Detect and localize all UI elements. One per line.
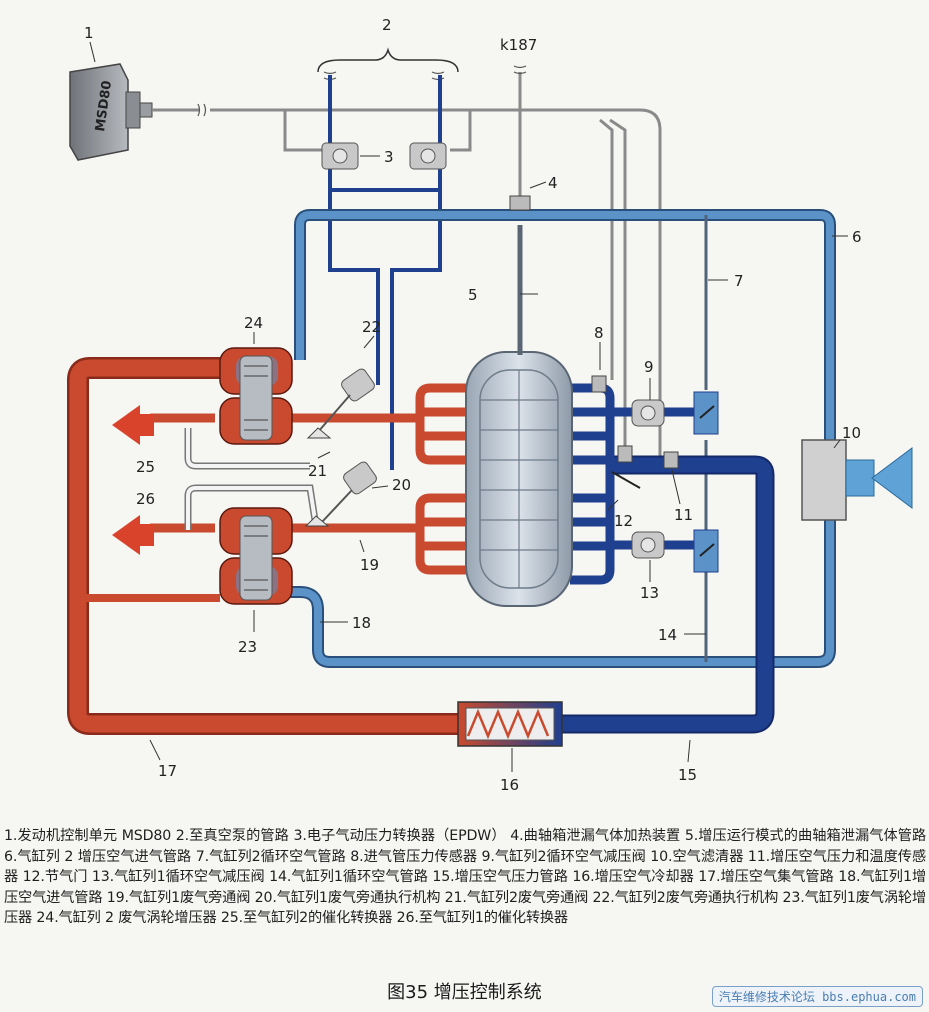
label-9: 9 — [644, 358, 654, 376]
label-24: 24 — [244, 314, 263, 332]
leader-lines — [89, 41, 848, 772]
label-7: 7 — [734, 272, 744, 290]
label-16: 16 — [500, 776, 519, 794]
arrow-26 — [112, 515, 140, 555]
exhaust-manifold-bank2 — [290, 383, 470, 465]
turbocharger-bank1 — [219, 507, 293, 605]
wastegate-actuators — [304, 368, 377, 527]
intake-ducts-fill — [290, 211, 834, 666]
label-22: 22 — [362, 318, 381, 336]
label-21: 21 — [308, 462, 327, 480]
label-26: 26 — [136, 490, 155, 508]
watermark: 汽车维修技术论坛 bbs.ephua.com — [711, 986, 923, 1007]
brace-2 — [317, 47, 459, 73]
epdw-converters — [321, 142, 447, 170]
label-10: 10 — [842, 424, 861, 442]
label-13: 13 — [640, 584, 659, 602]
charge-pressure-pipes — [560, 455, 775, 734]
label-1: 1 — [84, 24, 94, 42]
label-11: 11 — [674, 506, 693, 524]
sensors — [509, 195, 679, 489]
arrow-25 — [112, 405, 140, 445]
ecu-msd80: MSD80 — [69, 63, 153, 161]
legend: 1.发动机控制单元 MSD80 2.至真空泵的管路 3.电子气动压力转换器（EP… — [4, 828, 926, 926]
label-19: 19 — [360, 556, 379, 574]
label-17: 17 — [158, 762, 177, 780]
intercooler — [457, 701, 563, 747]
label-8: 8 — [594, 324, 604, 342]
vacuum-lines — [152, 72, 662, 460]
label-18: 18 — [352, 614, 371, 632]
boost-control-diagram: MSD80 — [67, 16, 913, 794]
exhaust-manifold-bank1 — [290, 493, 470, 575]
turbocharger-bank2 — [219, 347, 293, 445]
label-23: 23 — [238, 638, 257, 656]
engine-block — [465, 351, 573, 607]
label-25: 25 — [136, 458, 155, 476]
fresh-air-arrow — [871, 447, 913, 509]
label-4: 4 — [548, 174, 558, 192]
air-filter — [801, 439, 913, 521]
label-6: 6 — [852, 228, 862, 246]
label-2: 2 — [382, 16, 392, 34]
figure-title: 图35 增压控制系统 — [387, 982, 542, 1003]
label-14: 14 — [658, 626, 677, 644]
recirc-valves — [631, 391, 719, 573]
label-20: 20 — [392, 476, 411, 494]
label-12: 12 — [614, 512, 633, 530]
ecu-label: MSD80 — [93, 80, 115, 133]
vacuum-line-break — [197, 65, 527, 117]
label-5: 5 — [468, 286, 478, 304]
exhaust-outlets — [150, 413, 215, 533]
label-15: 15 — [678, 766, 697, 784]
actuator-pressure-lines — [328, 75, 442, 470]
label-3: 3 — [384, 148, 394, 166]
label-k187: k187 — [500, 36, 537, 54]
